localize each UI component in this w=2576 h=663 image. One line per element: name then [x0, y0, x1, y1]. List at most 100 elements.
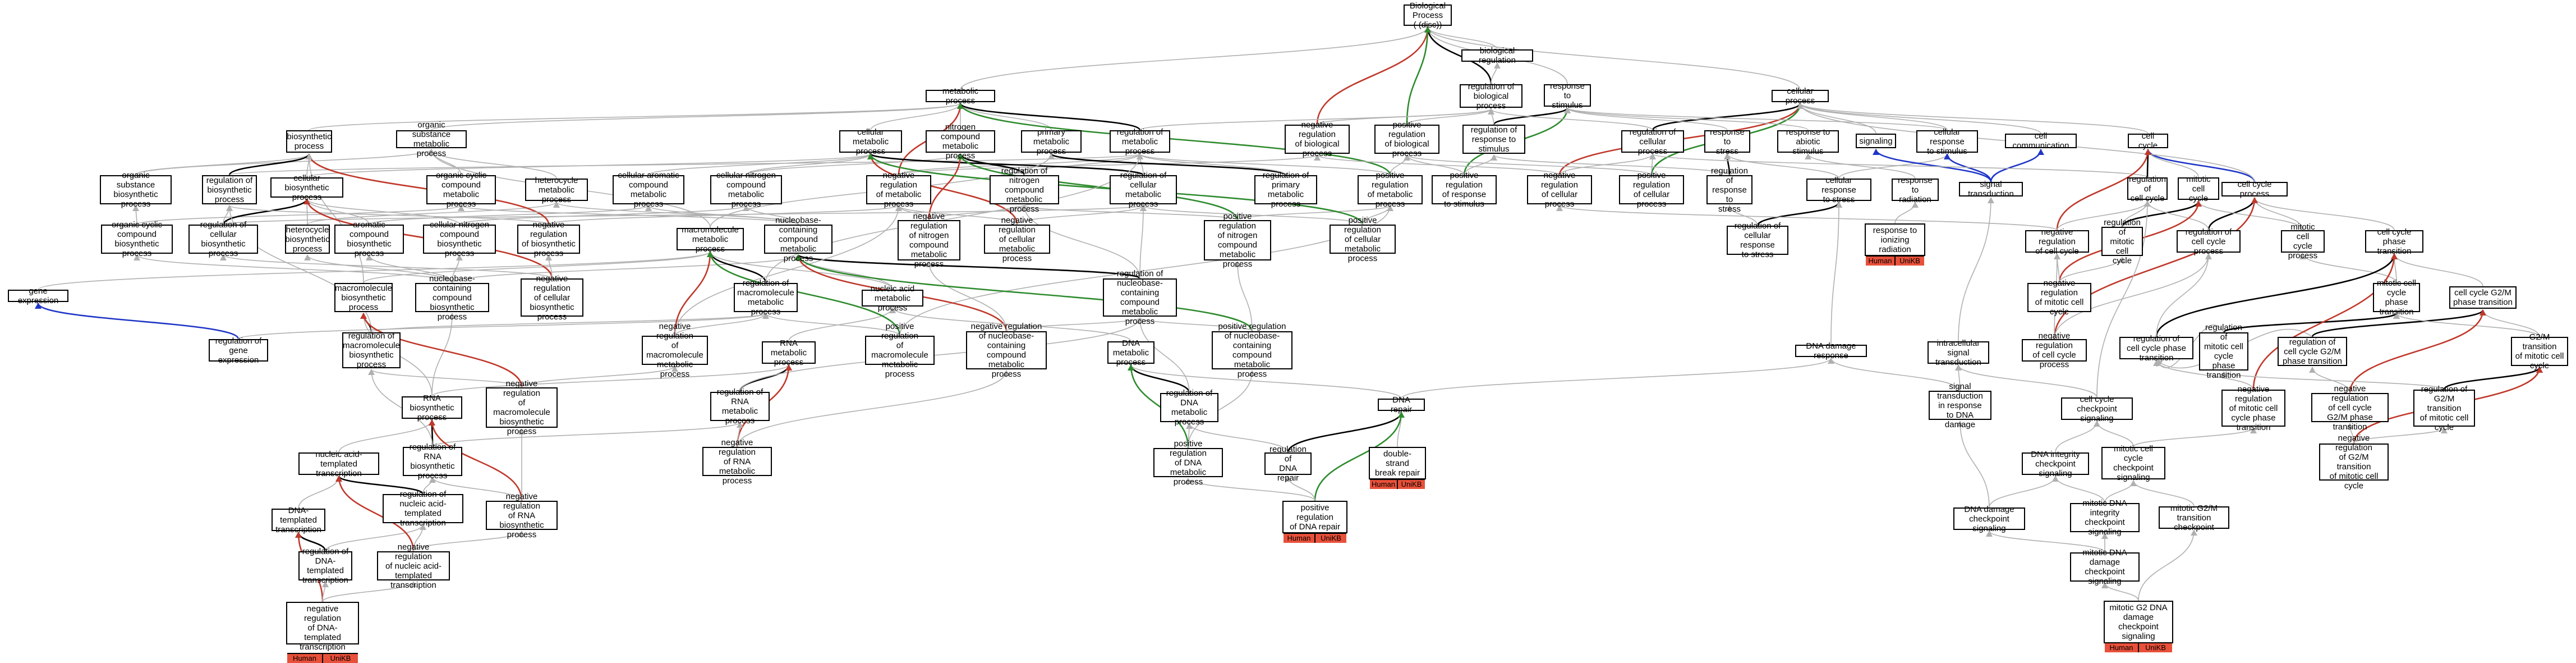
term-node-prmmp[interactable]: positive regulation of macromolecule met…	[865, 322, 935, 379]
annotation-chip[interactable]: UniKB	[1314, 534, 1346, 543]
term-node-natt[interactable]: nucleic acid-templated transcription	[298, 450, 379, 478]
term-node-nbcmp[interactable]: nucleobase-containing compound metabolic…	[764, 216, 832, 263]
term-node-rcmp[interactable]: regulation of cellular metabolic process	[1110, 171, 1177, 209]
term-node-regcp[interactable]: regulation of cellular process	[1621, 127, 1684, 156]
term-node-g2mmit[interactable]: G2/M transition of mitotic cell cycle	[2511, 332, 2568, 371]
term-node-rdnarep[interactable]: regulation of DNA repair	[1264, 445, 1312, 483]
term-node-geneexp[interactable]: gene expression	[8, 286, 68, 305]
annotation-chip[interactable]: UniKB	[2138, 643, 2172, 652]
term-node-rccpt[interactable]: regulation of cell cycle phase transitio…	[2119, 334, 2193, 363]
term-node-cbp[interactable]: cellular biosynthetic process	[270, 173, 343, 202]
term-node-regccp[interactable]: regulation of cell cycle process	[2177, 227, 2241, 256]
term-node-nrcbp[interactable]: negative regulation of cellular biosynth…	[521, 274, 583, 322]
term-node-regrtstress[interactable]: regulation of response to stress	[1706, 166, 1752, 214]
term-node-nrccp[interactable]: negative regulation of cell cycle proces…	[2022, 331, 2087, 369]
term-node-rcbp[interactable]: regulation of cellular biosynthetic proc…	[188, 220, 258, 258]
term-node-occmp[interactable]: organic cyclic compound metabolic proces…	[426, 171, 496, 209]
term-node-ccp[interactable]: cell cycle process	[2221, 180, 2288, 199]
term-node-rg2mmit[interactable]: regulation of G2/M transition of mitotic…	[2413, 385, 2475, 432]
term-node-ncmp[interactable]: nitrogen compound metabolic process	[926, 122, 995, 161]
term-node-cmp[interactable]: cellular metabolic process	[839, 127, 902, 156]
term-node-regbp[interactable]: regulation of biological process	[1460, 82, 1522, 111]
annotation-chip[interactable]: UniKB	[322, 654, 358, 663]
term-node-nrrnabp[interactable]: negative regulation of RNA biosynthetic …	[486, 492, 558, 539]
term-node-nrccpt[interactable]: negative regulation of mitotic cell cycl…	[2221, 385, 2285, 432]
annotation-chip[interactable]: Human	[1284, 534, 1314, 543]
term-node-bp[interactable]: Biological Process ( (disc))	[1404, 1, 1452, 30]
term-node-cp[interactable]: cellular process	[1772, 86, 1829, 106]
term-node-sigtrans[interactable]: signal transduction	[1959, 180, 2023, 199]
term-node-stdd[interactable]: signal transduction in response to DNA d…	[1929, 382, 1991, 429]
annotation-chip[interactable]: UniKB	[1397, 480, 1425, 489]
term-node-osbp[interactable]: organic substance biosynthetic process	[100, 171, 172, 209]
term-node-pmp[interactable]: primary metabolic process	[1021, 127, 1082, 156]
term-node-nrrnamp[interactable]: negative regulation of RNA metabolic pro…	[702, 438, 772, 486]
term-node-ddcs[interactable]: DNA damage checkpoint signaling	[1953, 505, 2025, 533]
term-node-mbp[interactable]: macromolecule biosynthetic process	[334, 283, 393, 312]
term-node-hbp[interactable]: heterocycle biosynthetic process	[285, 225, 330, 254]
annotation-chip[interactable]: Human	[1866, 257, 1894, 266]
term-node-dics[interactable]: DNA integrity checkpoint signaling	[2022, 450, 2089, 478]
term-node-mitcc[interactable]: mitotic cell cycle	[2178, 175, 2219, 203]
term-node-rrnamp[interactable]: regulation of RNA metabolic process	[710, 387, 770, 426]
term-node-nrmmp[interactable]: negative regulation of macromolecule met…	[642, 322, 708, 379]
term-node-rtas[interactable]: response to abiotic stimulus	[1777, 127, 1839, 156]
term-node-biosyn[interactable]: biosynthetic process	[286, 130, 332, 153]
term-node-dnadamage[interactable]: DNA damage response	[1795, 341, 1867, 360]
term-node-occbp[interactable]: organic cyclic compound biosynthetic pro…	[101, 220, 173, 258]
term-node-rmccpt[interactable]: regulation of mitotic cell cycle phase t…	[2199, 323, 2248, 380]
annotation-chip[interactable]: Human	[2105, 643, 2138, 652]
term-node-crtstress[interactable]: cellular response to stress	[1806, 176, 1871, 204]
term-node-regbio[interactable]: regulation of biosynthetic process	[202, 175, 257, 204]
term-node-regge[interactable]: regulation of gene expression	[209, 336, 268, 365]
term-node-mmp[interactable]: macromolecule metabolic process	[677, 225, 744, 254]
term-node-ccg2m[interactable]: cell cycle G2/M phase transition	[2449, 286, 2517, 309]
term-node-cellcycle[interactable]: cell cycle	[2128, 131, 2168, 150]
term-node-mitccp[interactable]: mitotic cell cycle process	[2281, 222, 2325, 260]
term-node-prcmp[interactable]: positive regulation of cellular metaboli…	[1330, 216, 1396, 263]
term-node-ist[interactable]: intracellular signal transduction	[1928, 339, 1989, 367]
term-node-rccg2m[interactable]: regulation of cell cycle G2/M phase tran…	[2278, 337, 2347, 366]
annotation-chip[interactable]: Human	[1370, 480, 1397, 489]
term-node-bioreg[interactable]: biological regulation	[1461, 46, 1533, 65]
term-node-rnabp[interactable]: RNA biosynthetic process	[402, 394, 462, 422]
term-node-cellcomm[interactable]: cell communication	[2005, 131, 2077, 150]
term-node-nrdnatt[interactable]: negative regulation of DNA-templated tra…	[286, 602, 359, 663]
term-node-osmp[interactable]: organic substance metabolic process	[396, 120, 467, 158]
term-node-mg2mcs[interactable]: mitotic G2/M transition checkpoint	[2159, 504, 2229, 532]
term-node-nrnbcmp[interactable]: negative regulation of nucleobase-contai…	[966, 322, 1047, 379]
term-node-mp[interactable]: metabolic process	[926, 86, 995, 106]
term-node-regcrtstress[interactable]: regulation of cellular response to stres…	[1727, 221, 1788, 259]
term-node-dnatt[interactable]: DNA-templated transcription	[272, 506, 325, 534]
term-node-rncmp[interactable]: regulation of nitrogen compound metaboli…	[990, 166, 1059, 214]
term-node-rmbp[interactable]: regulation of macromolecule biosynthetic…	[342, 331, 401, 369]
term-node-nbcbp[interactable]: nucleobase-containing compound biosynthe…	[415, 274, 489, 322]
term-node-nrmcc[interactable]: negative regulation of mitotic cell cycl…	[2027, 278, 2091, 317]
term-node-cncbp[interactable]: cellular nitrogen compound biosynthetic …	[423, 220, 496, 258]
term-node-crts[interactable]: cellular response to stimulus	[1916, 127, 1978, 156]
term-node-cacmp[interactable]: cellular aromatic compound metabolic pro…	[613, 171, 684, 209]
term-node-dnarepair[interactable]: DNA repair	[1378, 395, 1425, 414]
term-node-nrcmp[interactable]: negative regulation of cellular metaboli…	[984, 216, 1050, 263]
term-node-nrccg2m[interactable]: negative regulation of cell cycle G2/M p…	[2311, 384, 2389, 432]
term-node-nrbio[interactable]: negative regulation of biosynthetic proc…	[517, 220, 580, 258]
term-node-cccs[interactable]: cell cycle checkpoint signaling	[2061, 395, 2133, 423]
term-node-nrbp[interactable]: negative regulation of biological proces…	[1285, 120, 1350, 158]
term-node-acbp[interactable]: aromatic compound biosynthetic process	[334, 220, 404, 258]
term-node-prbp[interactable]: positive regulation of biological proces…	[1374, 120, 1439, 158]
term-node-regmp[interactable]: regulation of metabolic process	[1110, 127, 1170, 156]
term-node-cncmp[interactable]: cellular nitrogen compound metabolic pro…	[710, 171, 782, 209]
term-node-ccpt[interactable]: cell cycle phase transition	[2365, 227, 2423, 256]
term-node-mddcs[interactable]: mitotic DNA damage checkpoint signaling	[2070, 548, 2140, 586]
term-node-nrmbp[interactable]: negative regulation of macromolecule bio…	[486, 379, 558, 436]
term-node-nrncmp[interactable]: negative regulation of nitrogen compound…	[898, 212, 960, 269]
term-node-nrcc[interactable]: negative regulation of cell cycle	[2025, 227, 2089, 256]
term-node-hmp[interactable]: heterocycle metabolic process	[525, 176, 588, 204]
term-node-rdnamp[interactable]: regulation of DNA metabolic process	[1160, 388, 1218, 427]
term-node-nrcp[interactable]: negative regulation of cellular process	[1527, 171, 1592, 209]
term-node-signaling[interactable]: signaling	[1856, 134, 1896, 148]
term-node-rtrad[interactable]: response to radiation	[1892, 176, 1939, 204]
